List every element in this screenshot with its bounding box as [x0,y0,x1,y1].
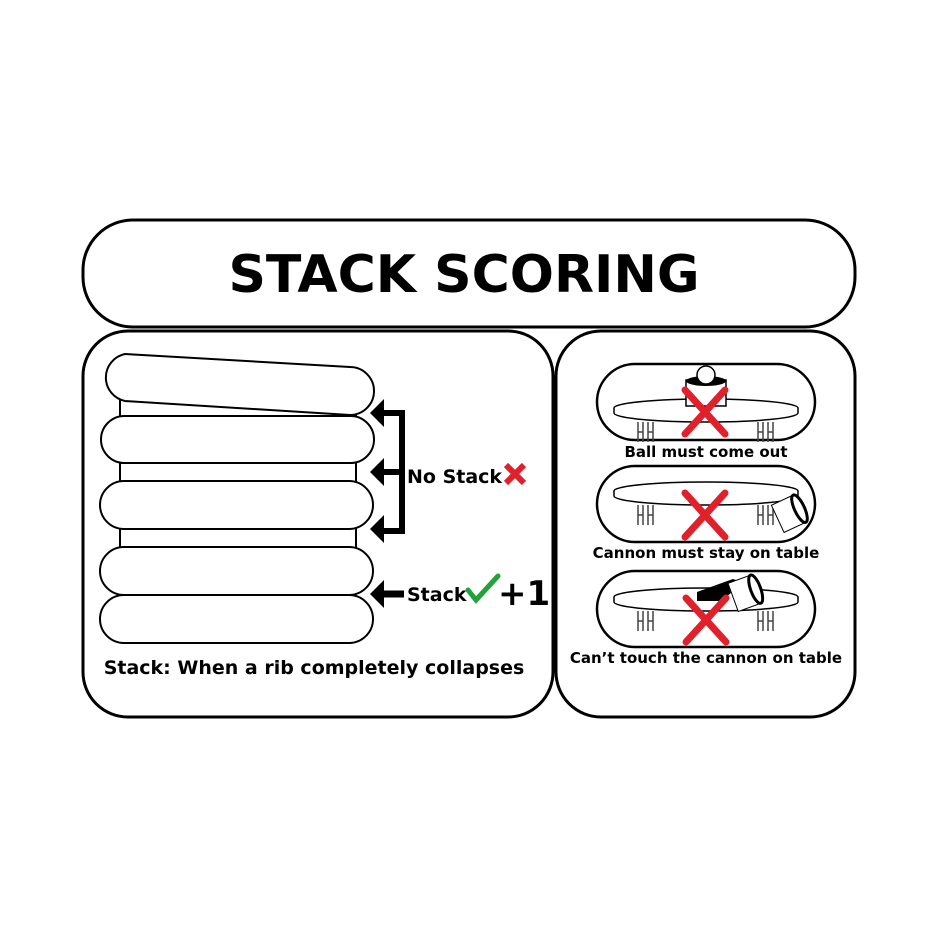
rib-connector [119,526,357,550]
stack-definition: Stack: When a rib completely collapses [104,657,525,679]
check-icon [465,573,501,604]
rule-ball-must-come-out [595,362,817,443]
rib-connector [119,460,357,484]
rib [99,480,374,530]
fallen-cannon-icon [770,493,809,534]
stack-arrow [370,580,404,608]
cross-icon [503,462,527,486]
rib [100,415,375,464]
rule-label: Cannon must stay on table [593,544,820,562]
rule-cannon-stay-on-table [595,464,817,544]
points-label: +1 [498,574,550,614]
rib [99,546,374,596]
stack-label: Stack [407,584,467,606]
rib-stack [99,352,375,644]
rule-label: Can’t touch the cannon on table [570,649,842,667]
title-box [81,218,857,329]
cannon-icon [727,573,765,613]
no-stack-label: No Stack [407,466,502,488]
collapsed-rib-tilted [104,352,375,417]
page-title: STACK SCORING [228,245,699,305]
rib [99,594,374,644]
no-stack-bracket-arrows [370,399,405,543]
rule-label: Ball must come out [624,443,787,461]
rule-no-touch-cannon [595,569,817,649]
